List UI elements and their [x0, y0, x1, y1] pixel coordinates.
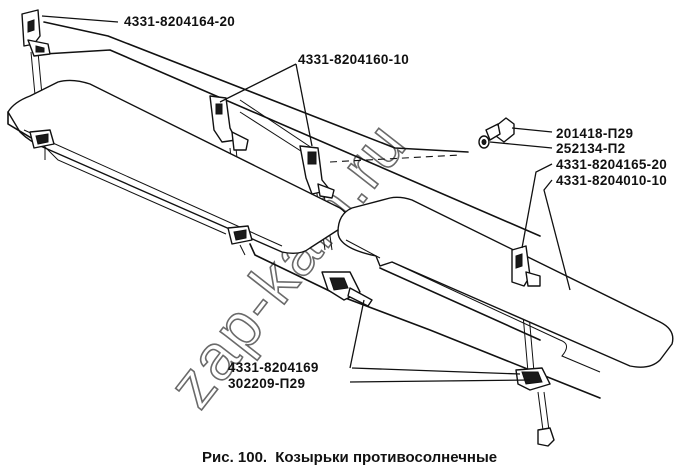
bracket-top-left [21, 9, 51, 57]
bolt-and-washer [478, 117, 555, 447]
label-201418-p29: 201418-П29 [556, 126, 633, 141]
leader-lines [41, 15, 571, 383]
visor-clips [29, 129, 551, 391]
label-4331-8204169: 4331-8204169 [228, 360, 319, 375]
figure-caption: Рис. 100. Козырьки противосолнечные [202, 449, 497, 466]
figure-number: Рис. 100. [202, 449, 267, 466]
bracket-right [511, 245, 541, 287]
label-4331-8204164-20: 4331-8204164-20 [124, 14, 235, 29]
roof-lines [43, 21, 541, 237]
bracket-middle-2 [299, 145, 335, 199]
right-sun-visor [337, 196, 674, 373]
label-252134-p2: 252134-П2 [556, 141, 625, 156]
label-302209-p29: 302209-П29 [228, 376, 305, 391]
label-4331-8204160-10: 4331-8204160-10 [298, 52, 409, 67]
figure-title: Козырьки противосолнечные [275, 449, 497, 466]
label-4331-8204165-20: 4331-8204165-20 [556, 157, 667, 172]
bracket-middle-1 [209, 95, 249, 151]
label-4331-8204010-10: 4331-8204010-10 [556, 173, 667, 188]
